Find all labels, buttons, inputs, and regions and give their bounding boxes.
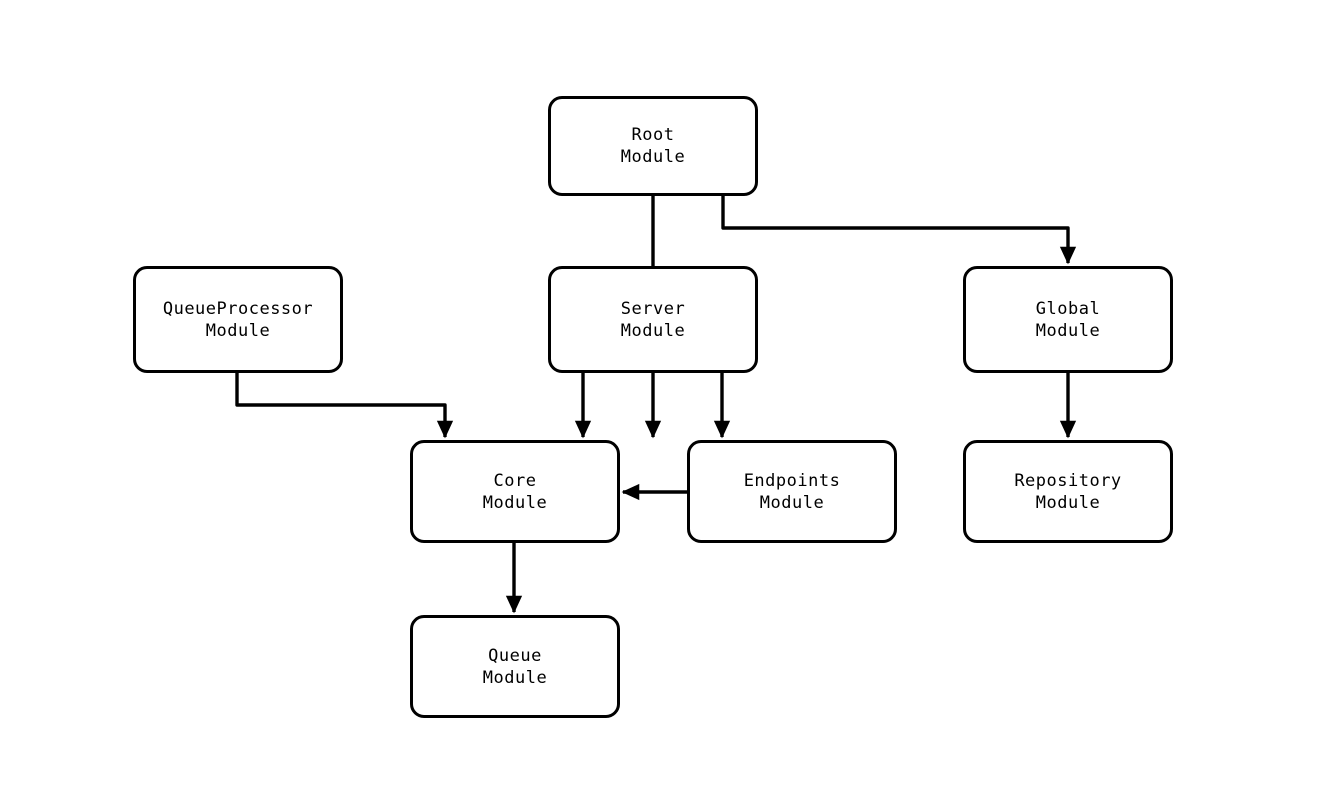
node-core-module[interactable]: Core Module — [410, 440, 620, 543]
node-repository-module-label-line1: Repository — [1014, 470, 1122, 491]
node-endpoints-module-label-line2: Module — [759, 492, 825, 513]
node-global-module-label-line2: Module — [1035, 320, 1101, 341]
node-global-module-label-line1: Global — [1035, 298, 1101, 319]
node-queueprocessor-module[interactable]: QueueProcessor Module — [133, 266, 343, 373]
node-queueprocessor-module-label-line2: Module — [205, 320, 271, 341]
node-queue-module-label-line2: Module — [482, 667, 548, 688]
node-queueprocessor-module-label-line1: QueueProcessor — [162, 298, 314, 319]
node-endpoints-module[interactable]: Endpoints Module — [687, 440, 897, 543]
node-queue-module[interactable]: Queue Module — [410, 615, 620, 718]
edge-queueprocessor-to-core — [235, 373, 454, 439]
node-core-module-label-line1: Core — [493, 470, 537, 491]
node-server-module-label-line2: Module — [620, 320, 686, 341]
node-root-module-label-line1: Root — [631, 125, 675, 145]
node-server-module[interactable]: Server Module — [548, 266, 758, 373]
node-root-module[interactable]: Root Module — [548, 96, 758, 196]
node-global-module[interactable]: Global Module — [963, 266, 1173, 373]
node-repository-module-label-line2: Module — [1035, 492, 1101, 513]
edge-root-to-global — [721, 196, 1077, 265]
node-queue-module-label-line1: Queue — [488, 645, 542, 666]
node-endpoints-module-label-line1: Endpoints — [743, 470, 841, 491]
node-root-module-label-line2: Module — [620, 147, 686, 167]
node-core-module-label-line2: Module — [482, 492, 548, 513]
node-repository-module[interactable]: Repository Module — [963, 440, 1173, 543]
node-server-module-label-line1: Server — [620, 298, 686, 319]
